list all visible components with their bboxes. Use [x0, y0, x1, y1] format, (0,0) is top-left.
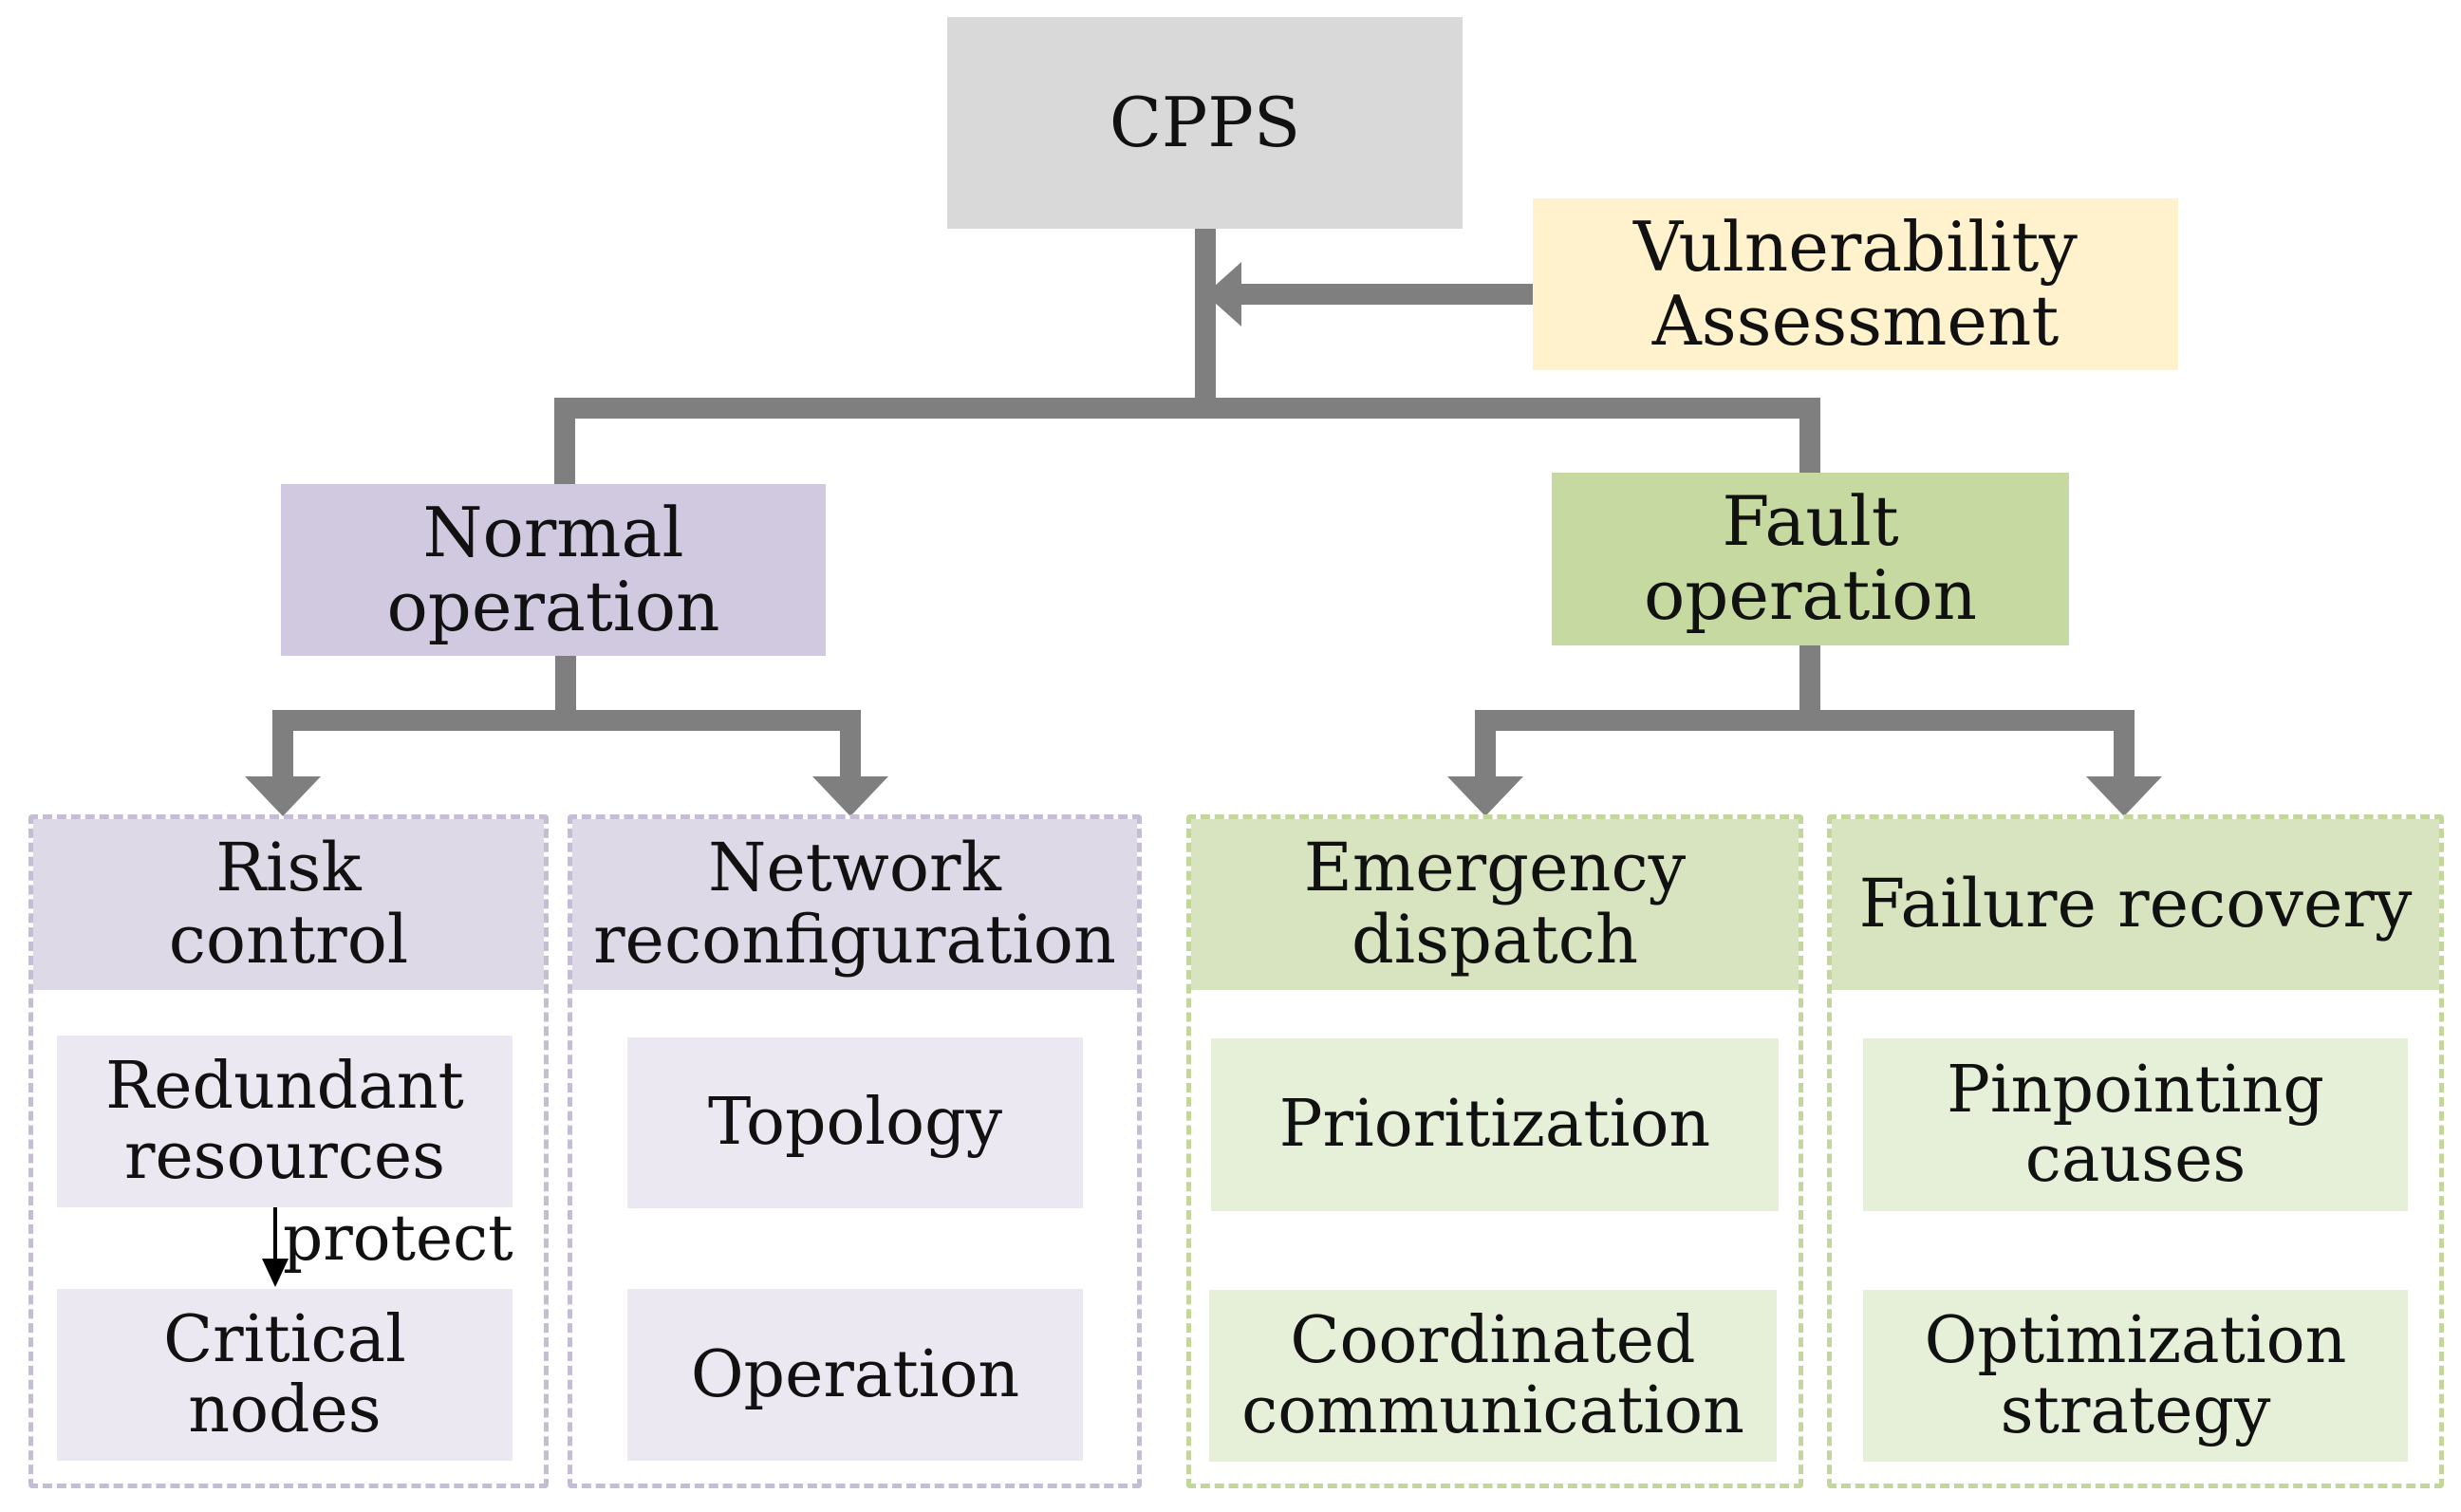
- failure-recovery-arrowhead: [2086, 776, 2162, 816]
- network-reconfiguration-label: Network reconfiguration: [593, 829, 1116, 979]
- assessment-box: Vulnerability Assessment: [1533, 198, 2178, 370]
- pinpointing-causes-box: Pinpointing causes: [1863, 1038, 2408, 1211]
- topology-label: Topology: [707, 1085, 1003, 1161]
- network-reconfiguration-panel: Network reconfiguration: [568, 814, 1142, 1488]
- prioritization-label: Prioritization: [1278, 1087, 1711, 1163]
- protect-label: protect: [283, 1202, 513, 1275]
- emergency-dispatch-panel: Emergency dispatch: [1186, 814, 1803, 1488]
- assessment-arrowhead: [1205, 262, 1241, 327]
- operation-label: Operation: [690, 1336, 1020, 1412]
- emergency-arrowhead: [1447, 776, 1523, 816]
- root-label: CPPS: [1109, 82, 1301, 162]
- network-arrowhead: [812, 776, 888, 816]
- fault-operation-box: Fault operation: [1552, 473, 2069, 645]
- pinpointing-causes-label: Pinpointing causes: [1947, 1052, 2324, 1197]
- emergency-dispatch-header: Emergency dispatch: [1191, 819, 1799, 990]
- coordinated-communication-box: Coordinated communication: [1209, 1290, 1777, 1462]
- normal-branch-line: [272, 656, 861, 776]
- risk-control-panel: Risk control: [28, 814, 549, 1488]
- risk-control-label: Risk control: [168, 829, 409, 979]
- optimization-strategy-label: Optimization strategy: [1924, 1303, 2347, 1448]
- operation-box: Operation: [627, 1289, 1083, 1461]
- network-reconfiguration-header: Network reconfiguration: [572, 819, 1137, 990]
- assessment-label: Vulnerability Assessment: [1633, 206, 2078, 361]
- main-branch-line: [554, 398, 1820, 484]
- coordinated-communication-label: Coordinated communication: [1241, 1303, 1744, 1448]
- fault-branch-line: [1475, 645, 2135, 776]
- prioritization-box: Prioritization: [1211, 1038, 1779, 1211]
- redundant-resources-label: Redundant resources: [105, 1049, 464, 1194]
- normal-operation-label: Normal operation: [386, 492, 720, 646]
- emergency-dispatch-label: Emergency dispatch: [1303, 829, 1687, 979]
- protect-arrow-head: [262, 1259, 289, 1287]
- critical-nodes-label: Critical nodes: [163, 1302, 406, 1447]
- critical-nodes-box: Critical nodes: [57, 1289, 513, 1461]
- risk-control-arrowhead: [245, 776, 321, 816]
- fault-operation-label: Fault operation: [1643, 481, 1978, 635]
- root-box: CPPS: [947, 17, 1463, 229]
- failure-recovery-panel: Failure recovery: [1827, 814, 2444, 1488]
- topology-box: Topology: [627, 1037, 1083, 1208]
- redundant-resources-box: Redundant resources: [57, 1036, 513, 1207]
- failure-recovery-header: Failure recovery: [1832, 819, 2439, 990]
- failure-recovery-label: Failure recovery: [1858, 865, 2413, 943]
- optimization-strategy-box: Optimization strategy: [1863, 1290, 2408, 1462]
- risk-control-header: Risk control: [33, 819, 544, 990]
- normal-operation-box: Normal operation: [281, 484, 826, 656]
